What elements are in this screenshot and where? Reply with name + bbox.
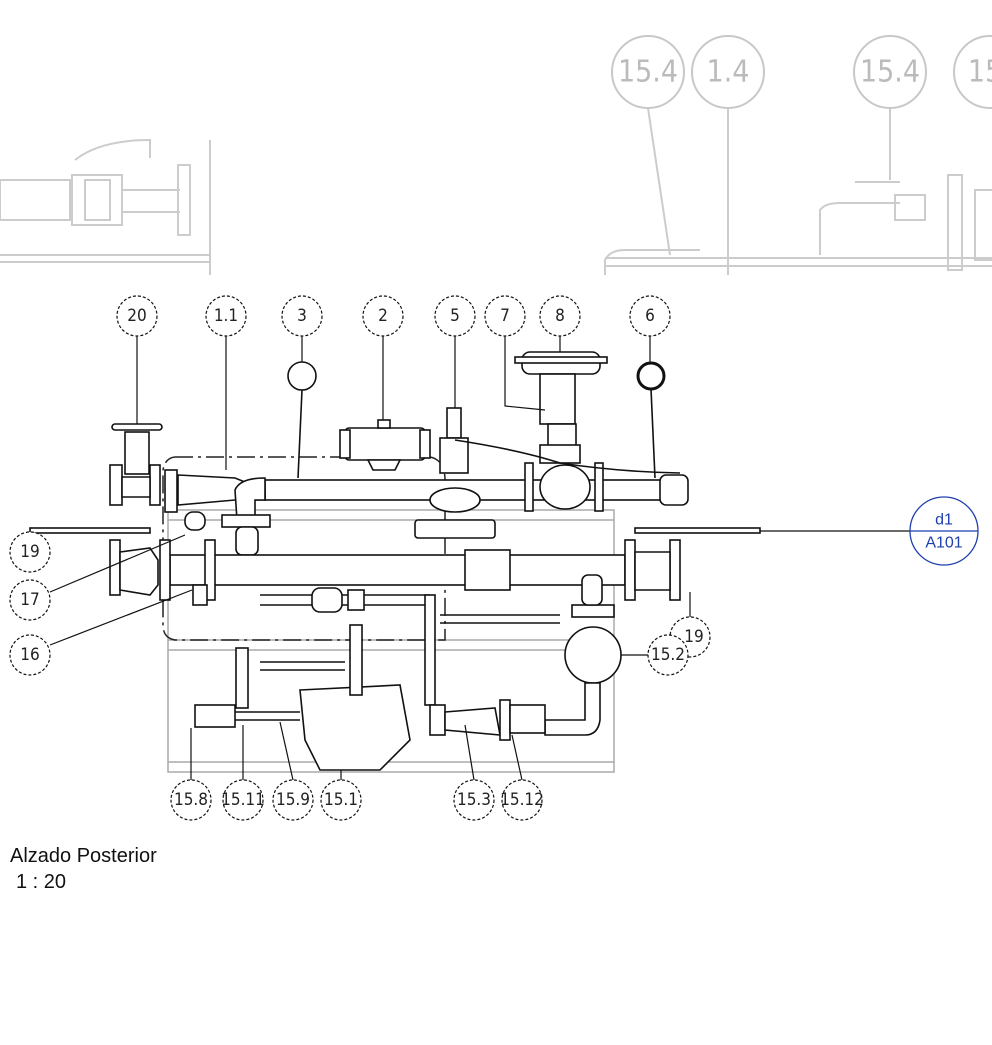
balloon-label: 2 bbox=[378, 306, 388, 326]
balloon-label: 1.1 bbox=[214, 306, 238, 326]
section-tag-id: d1 bbox=[935, 512, 953, 529]
balloon-label: 15.11 bbox=[221, 790, 265, 810]
faded-balloon-label: 15.4 bbox=[618, 55, 678, 90]
leader-lines bbox=[34, 336, 910, 781]
balloon-label: 17 bbox=[20, 590, 39, 610]
balloon-label: 20 bbox=[127, 306, 146, 326]
balloon-label: 8 bbox=[555, 306, 565, 326]
balloon-label: 15.8 bbox=[174, 790, 208, 810]
balloon-label: 3 bbox=[297, 306, 307, 326]
view-title: Alzado Posterior bbox=[10, 845, 157, 867]
balloon-label: 15.9 bbox=[276, 790, 310, 810]
balloon-label: 15.2 bbox=[651, 645, 685, 665]
balloon-label: 5 bbox=[450, 306, 460, 326]
balloon-label: 15.1 bbox=[324, 790, 358, 810]
pipework bbox=[29, 351, 761, 771]
faded-balloon-label: 15.4 bbox=[860, 55, 920, 90]
faded-upper-views bbox=[0, 107, 992, 275]
faded-balloon-label: 1.4 bbox=[707, 55, 750, 90]
balloon-label: 15.12 bbox=[500, 790, 544, 810]
balloon-label: 16 bbox=[20, 645, 39, 665]
section-tag-sheet: A101 bbox=[925, 535, 962, 552]
section-tag[interactable]: d1 A101 bbox=[909, 496, 979, 566]
balloon-label: 19 bbox=[20, 542, 39, 562]
item-balloons bbox=[9, 295, 711, 821]
balloon-label: 6 bbox=[645, 306, 655, 326]
balloon-label: 7 bbox=[500, 306, 510, 326]
balloon-label: 19 bbox=[684, 627, 703, 647]
view-scale: 1 : 20 bbox=[16, 871, 67, 893]
balloon-label: 15.3 bbox=[457, 790, 491, 810]
faded-balloon-label: 15 bbox=[968, 55, 992, 90]
package-boundary bbox=[162, 456, 446, 641]
faded-balloons bbox=[611, 35, 992, 109]
